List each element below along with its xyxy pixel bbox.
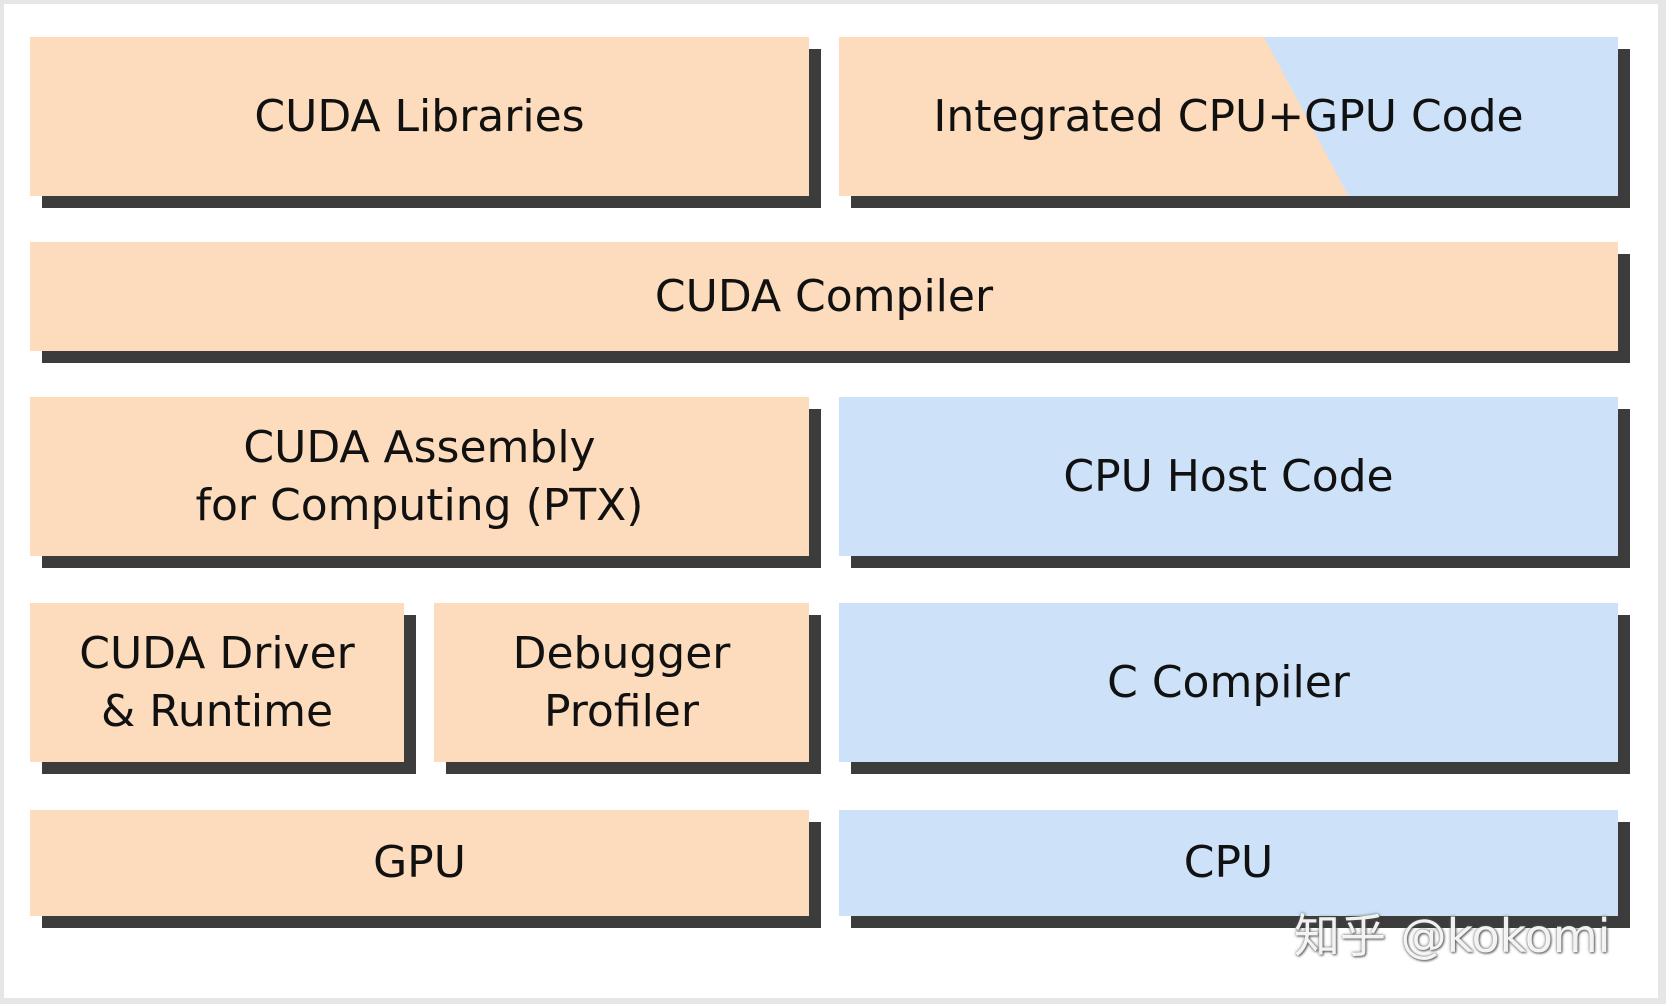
watermark: 知乎 @kokomi [1294, 909, 1611, 963]
block-cuda-compiler: CUDA Compiler [30, 242, 1618, 351]
block-cpu-host-code: CPU Host Code [839, 397, 1618, 556]
block-label: CUDA Compiler [654, 270, 994, 322]
block-cuda-libraries: CUDA Libraries [30, 37, 809, 196]
block-integrated-cpu-gpu-code: Integrated CPU+GPU Code [839, 37, 1618, 196]
block-label: Integrated CPU+GPU Code [933, 90, 1524, 142]
block-label: CPU [1183, 837, 1274, 888]
block-label-line-2: Profiler [544, 685, 699, 737]
block-label: CPU Host Code [1063, 450, 1394, 502]
block-label: C Compiler [1107, 656, 1350, 708]
block-label-line-1: CUDA Driver [79, 627, 355, 679]
block-label-line-1: Debugger [512, 627, 731, 679]
block-label-line-2: for Computing (PTX) [195, 479, 644, 531]
block-label-line-2: & Runtime [100, 685, 334, 737]
block-gpu: GPU [30, 810, 809, 916]
block-label: GPU [373, 837, 466, 888]
block-label-line-1: CUDA Assembly [243, 421, 596, 473]
block-cuda-driver-runtime: CUDA Driver & Runtime [30, 603, 404, 762]
block-label: CUDA Libraries [254, 90, 585, 142]
block-debugger-profiler: Debugger Profiler [434, 603, 809, 762]
block-cpu: CPU [839, 810, 1618, 916]
block-c-compiler: C Compiler [839, 603, 1618, 762]
block-cuda-assembly: CUDA Assembly for Computing (PTX) [30, 397, 809, 556]
diagram-canvas: CUDA Libraries Integrated CPU+GPU Code C… [4, 4, 1658, 998]
